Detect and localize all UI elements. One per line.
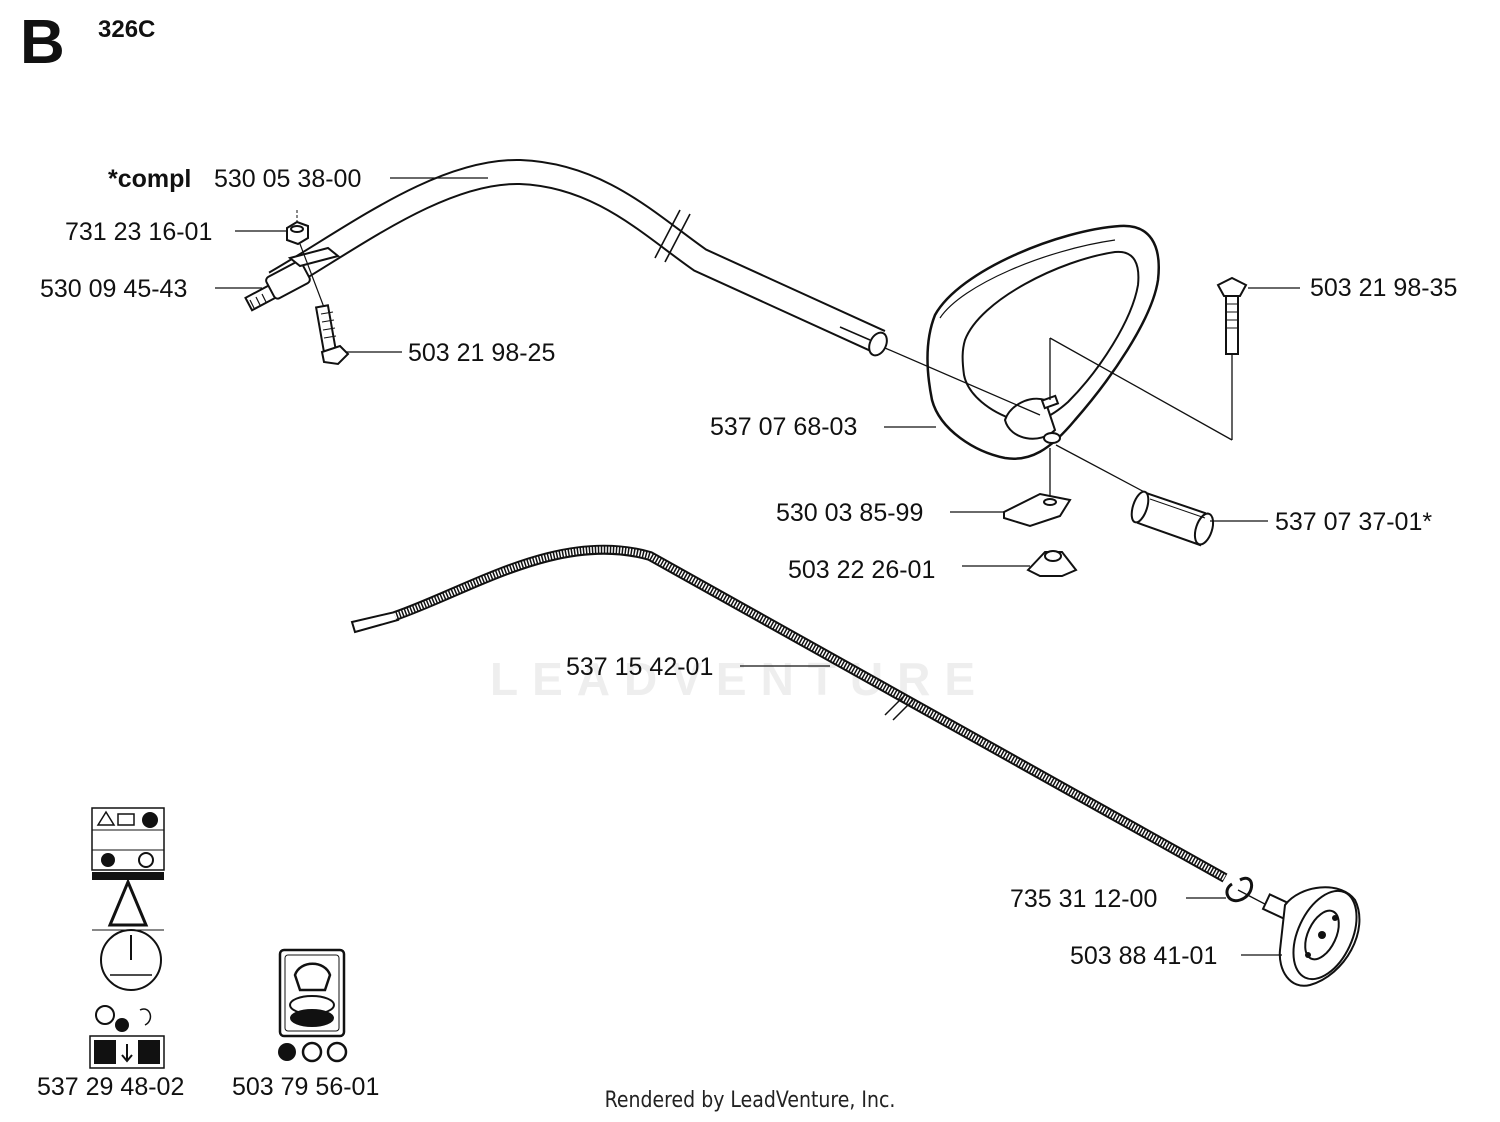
callout-drive-shaft[interactable]: 537 15 42-01 — [566, 653, 713, 681]
callout-circlip[interactable]: 735 31 12-00 — [1010, 885, 1157, 913]
screw-handle[interactable] — [1216, 276, 1248, 355]
clamp-coupling[interactable] — [244, 260, 311, 312]
wing-nut[interactable] — [1026, 550, 1078, 577]
model-title: 326C — [98, 16, 156, 43]
callout-decal-trimmer[interactable]: 503 79 56-01 — [232, 1073, 379, 1101]
shaft-tube[interactable] — [268, 158, 890, 358]
decal-trimmer[interactable] — [278, 948, 348, 1063]
clamp-bracket[interactable] — [287, 246, 341, 268]
callout-tube-compl[interactable]: 530 05 38-00 — [214, 165, 361, 193]
callout-clutch-drum[interactable]: 503 88 41-01 — [1070, 942, 1217, 970]
callout-screw-upper[interactable]: 503 21 98-25 — [408, 339, 555, 367]
callout-nut[interactable]: 731 23 16-01 — [65, 218, 212, 246]
callout-loop-handle[interactable]: 537 07 68-03 — [710, 413, 857, 441]
screw-upper[interactable] — [314, 304, 350, 366]
loop-handle[interactable] — [926, 224, 1160, 460]
callout-wing-nut[interactable]: 503 22 26-01 — [788, 556, 935, 584]
callout-screw-handle[interactable]: 503 21 98-35 — [1310, 274, 1457, 302]
handle-bracket[interactable] — [1003, 492, 1072, 528]
callout-spacer[interactable]: 537 07 37-01* — [1275, 508, 1432, 536]
decal-set[interactable] — [89, 807, 165, 1069]
callout-tube-compl-prefix: *compl — [108, 165, 191, 193]
drive-shaft[interactable] — [350, 544, 1228, 883]
clutch-drum[interactable] — [1261, 881, 1369, 989]
nut[interactable] — [286, 210, 309, 246]
callout-decal-set[interactable]: 537 29 48-02 — [37, 1073, 184, 1101]
spacer-sleeve[interactable] — [1128, 490, 1216, 547]
callout-bracket[interactable]: 530 03 85-99 — [776, 499, 923, 527]
footer-credit: Rendered by LeadVenture, Inc. — [604, 1088, 896, 1113]
callout-clamp-coupling[interactable]: 530 09 45-43 — [40, 275, 187, 303]
section-letter: B — [20, 8, 65, 77]
